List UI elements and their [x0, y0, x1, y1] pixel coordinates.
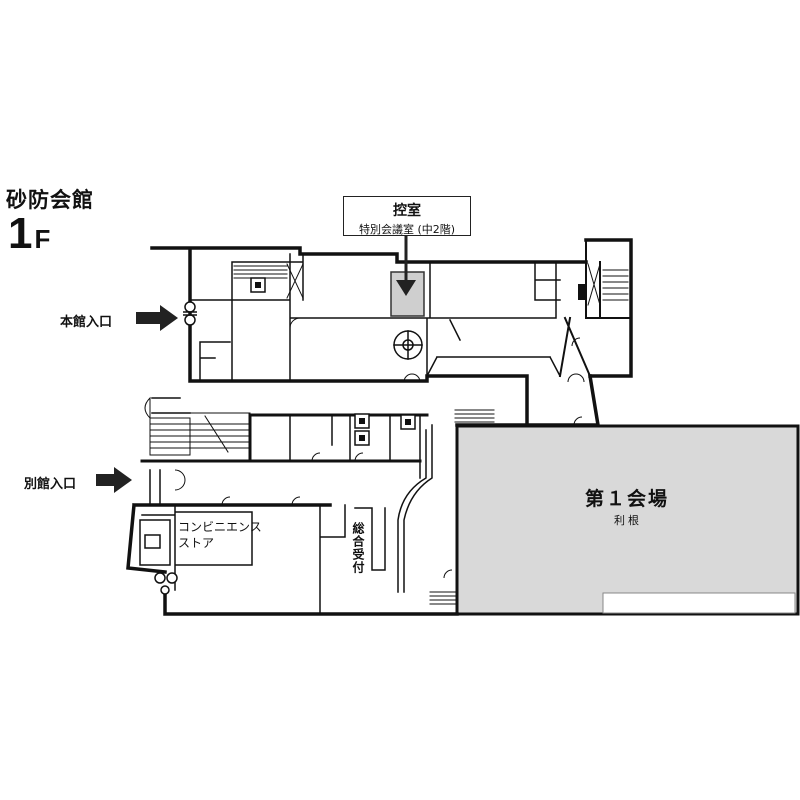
reception-label: 総合受付 — [351, 522, 365, 574]
convenience-store-label: コンビニエンス ストア — [178, 519, 262, 551]
elevator-icon — [250, 277, 266, 293]
callout-title: 控室 — [393, 203, 421, 219]
tower-walls — [558, 239, 632, 378]
callout-pointer-arrow — [396, 236, 416, 296]
upper-internal-walls — [189, 253, 562, 382]
middle-stairs — [144, 396, 251, 456]
building-name: 砂防会館 — [6, 188, 94, 212]
middle-walls — [140, 413, 429, 463]
waiting-room-callout: 控室 特別会議室 (中2階) — [343, 196, 471, 236]
annex-entrance-label: 別館入口 — [24, 477, 77, 492]
hall-area — [455, 424, 800, 616]
ramp-stairs — [429, 409, 495, 605]
store-inner — [139, 519, 171, 566]
floor-unit: F — [34, 224, 51, 254]
floor-indicator: 1F — [8, 212, 50, 256]
hall-subname: 利根 — [614, 514, 642, 527]
main-entrance-doors — [183, 301, 197, 326]
restroom-icon — [354, 413, 416, 446]
main-entrance-arrow — [136, 305, 178, 331]
middle-internal-walls — [151, 397, 421, 479]
right-stairs — [587, 263, 629, 306]
service-marker-icon — [578, 284, 586, 300]
convenience-store-line1: コンビニエンス — [178, 520, 262, 534]
spiral-stair — [393, 330, 423, 360]
hall-stage — [602, 592, 796, 614]
upper-left-stairs — [233, 263, 304, 299]
annex-entrance-arrow — [96, 467, 132, 493]
floor-number: 1 — [8, 209, 33, 258]
convenience-store-line2: ストア — [178, 536, 215, 550]
main-entrance-label: 本館入口 — [60, 315, 113, 330]
hall-name: 第１会場 — [585, 488, 670, 510]
door-icons — [174, 317, 585, 579]
callout-subtitle: 特別会議室 (中2階) — [358, 223, 456, 236]
curved-ramp — [397, 424, 433, 593]
lower-outline — [126, 503, 459, 616]
annex-entrance-doors — [154, 572, 178, 595]
upper-wall-outline — [150, 238, 633, 427]
